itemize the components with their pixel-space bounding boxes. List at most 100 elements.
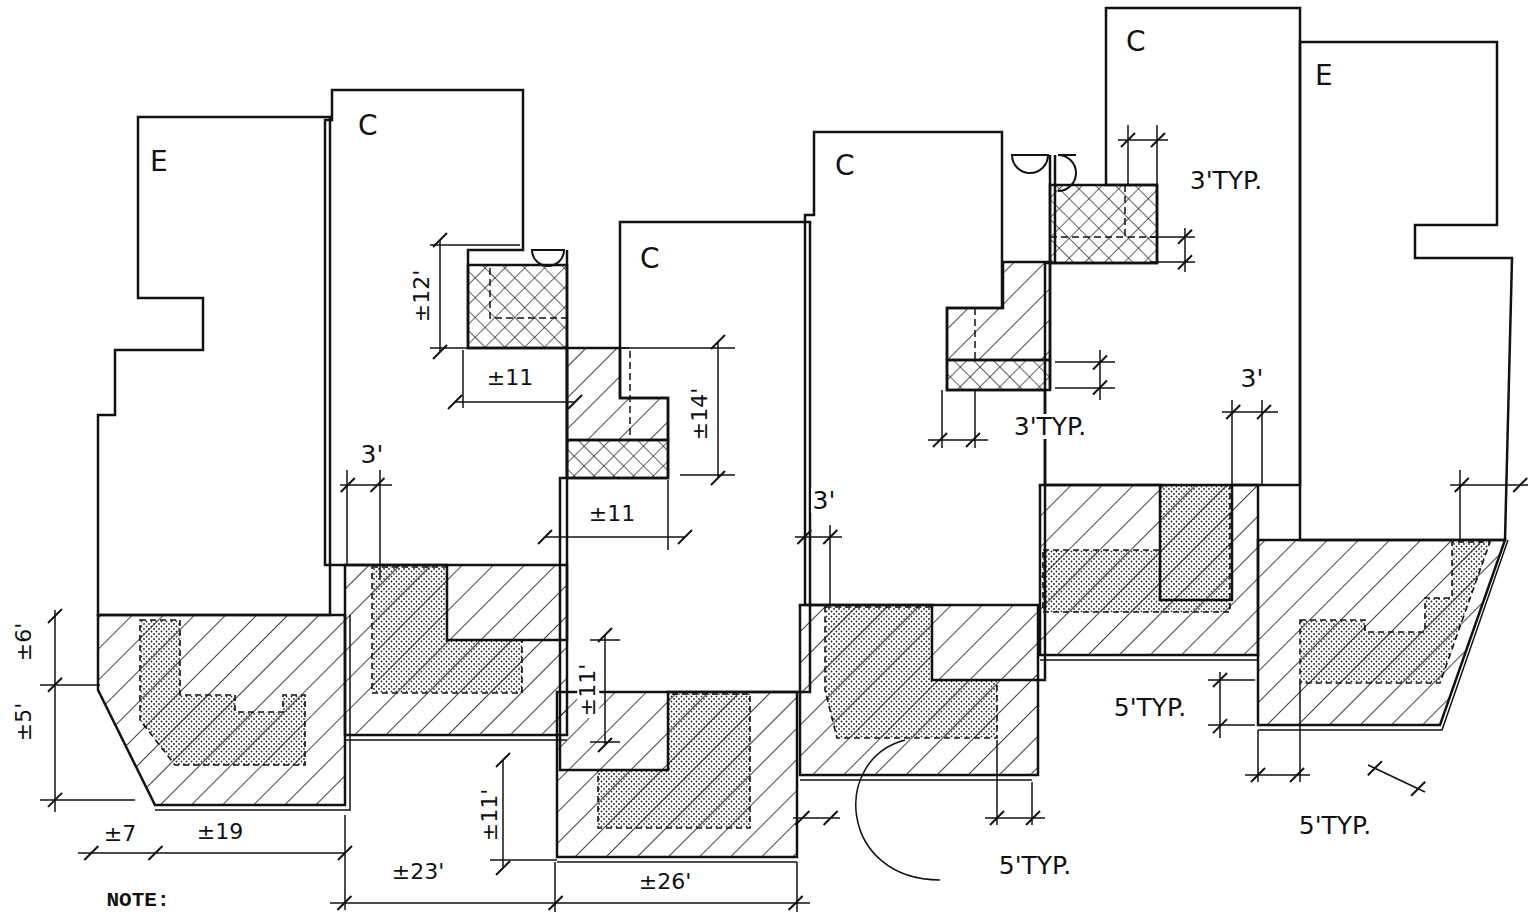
unit-type-label: C xyxy=(1126,28,1146,56)
dimension-tick xyxy=(1455,478,1469,492)
dimension-line xyxy=(1459,470,1461,540)
dimension-tick xyxy=(1213,673,1227,687)
dimension-line xyxy=(462,350,464,408)
building-outline xyxy=(1300,42,1512,540)
end-unit-building: E xyxy=(98,117,330,615)
dimension-line xyxy=(1231,400,1233,485)
dimension-label: 5'TYP. xyxy=(1297,813,1373,838)
dimension-line xyxy=(1184,228,1186,272)
dimension-tick xyxy=(711,471,725,485)
dimension-tick xyxy=(1026,811,1040,825)
dimension-tick xyxy=(1093,356,1107,370)
dimension-tick xyxy=(496,861,510,875)
dimension-line xyxy=(974,390,976,448)
dimension-line xyxy=(1368,765,1425,792)
dimension-line xyxy=(1219,672,1221,738)
dimension-line xyxy=(430,347,468,349)
dimension-label: ±11' xyxy=(577,662,599,718)
dimension-tick xyxy=(789,896,803,910)
dimension-tick xyxy=(1257,405,1271,419)
building-outline xyxy=(1045,8,1300,600)
dimension-line xyxy=(717,342,719,478)
dimension-line xyxy=(996,740,998,825)
dimension-line xyxy=(1261,400,1263,485)
dimension-label: ±11' xyxy=(479,787,501,843)
dimension-line xyxy=(1257,730,1259,782)
dimension-tick xyxy=(711,335,725,349)
center-unit-building: C xyxy=(1045,8,1300,600)
dimension-label: ±5' xyxy=(13,701,35,743)
dimension-tick xyxy=(433,345,447,359)
dimension-label: ±11 xyxy=(485,367,535,389)
dimension-tick xyxy=(1513,478,1527,492)
dimension-label: 3' xyxy=(359,442,386,467)
dimension-tick xyxy=(598,738,612,752)
dimension-tick xyxy=(1290,768,1304,782)
dimension-label: 3'TYP. xyxy=(1012,414,1088,439)
dimension-tick xyxy=(1151,133,1165,147)
dimension-line xyxy=(1118,139,1168,141)
dimension-tick xyxy=(1213,719,1227,733)
dimension-line xyxy=(985,817,1045,819)
dimension-label: 3' xyxy=(1239,366,1266,391)
dimension-line xyxy=(430,244,520,246)
unit-type-label: C xyxy=(358,112,378,140)
dimension-tick xyxy=(1226,405,1240,419)
dimension-label: ±19 xyxy=(195,821,245,843)
dimension-line xyxy=(344,815,346,910)
dimension-tick xyxy=(538,530,552,544)
dimension-line xyxy=(78,852,345,854)
dimension-tick xyxy=(568,395,582,409)
dimension-tick xyxy=(1411,782,1425,796)
dimension-tick xyxy=(678,530,692,544)
dimension-tick xyxy=(795,811,809,825)
dimension-line xyxy=(455,401,575,403)
dimension-label: ±23' xyxy=(390,861,446,883)
dimension-tick xyxy=(1178,230,1192,244)
building-outline xyxy=(805,132,1045,680)
dimension-line xyxy=(680,474,735,476)
dimension-line xyxy=(502,760,504,868)
dimension-line xyxy=(1208,724,1255,726)
unit-type-label: C xyxy=(640,245,660,273)
dimension-line xyxy=(1055,387,1115,389)
building-outline xyxy=(98,117,330,615)
unit-type-label: C xyxy=(835,152,855,180)
dimension-line xyxy=(667,480,669,550)
center-unit-building: C xyxy=(805,132,1045,680)
unit-type-label: E xyxy=(1315,62,1333,90)
dimension-label: ±7 xyxy=(102,823,138,845)
dimension-line xyxy=(330,902,810,904)
center-unit-building: C xyxy=(325,90,567,640)
dimension-line xyxy=(928,439,988,441)
dimension-line xyxy=(554,862,556,912)
dimension-line xyxy=(1031,782,1033,825)
building-wall xyxy=(1045,8,1300,600)
dimension-line xyxy=(439,240,441,352)
building-outline xyxy=(325,90,567,640)
dimension-line xyxy=(796,862,798,912)
dimension-line xyxy=(490,859,557,861)
dimension-tick xyxy=(1368,761,1382,775)
building-wall xyxy=(98,117,330,615)
dimension-line xyxy=(793,817,840,819)
building-wall xyxy=(560,222,810,770)
dimension-line xyxy=(829,525,831,605)
dimension-tick xyxy=(966,433,980,447)
end-unit-building: E xyxy=(1300,42,1512,540)
dimension-tick xyxy=(48,609,62,623)
building-wall xyxy=(325,90,567,640)
dimension-label: ±14' xyxy=(689,386,711,442)
dimension-tick xyxy=(148,846,162,860)
dimension-tick xyxy=(448,395,462,409)
dimension-tick xyxy=(1178,255,1192,269)
dimension-label: ±26' xyxy=(637,871,693,893)
dimension-tick xyxy=(1093,381,1107,395)
dimension-tick xyxy=(84,846,98,860)
dimension-line xyxy=(1156,125,1158,185)
building-wall xyxy=(805,132,1045,680)
unit-type-label: E xyxy=(150,148,168,176)
dimension-label: 3'TYP. xyxy=(1188,168,1264,193)
dimension-tick xyxy=(370,478,384,492)
